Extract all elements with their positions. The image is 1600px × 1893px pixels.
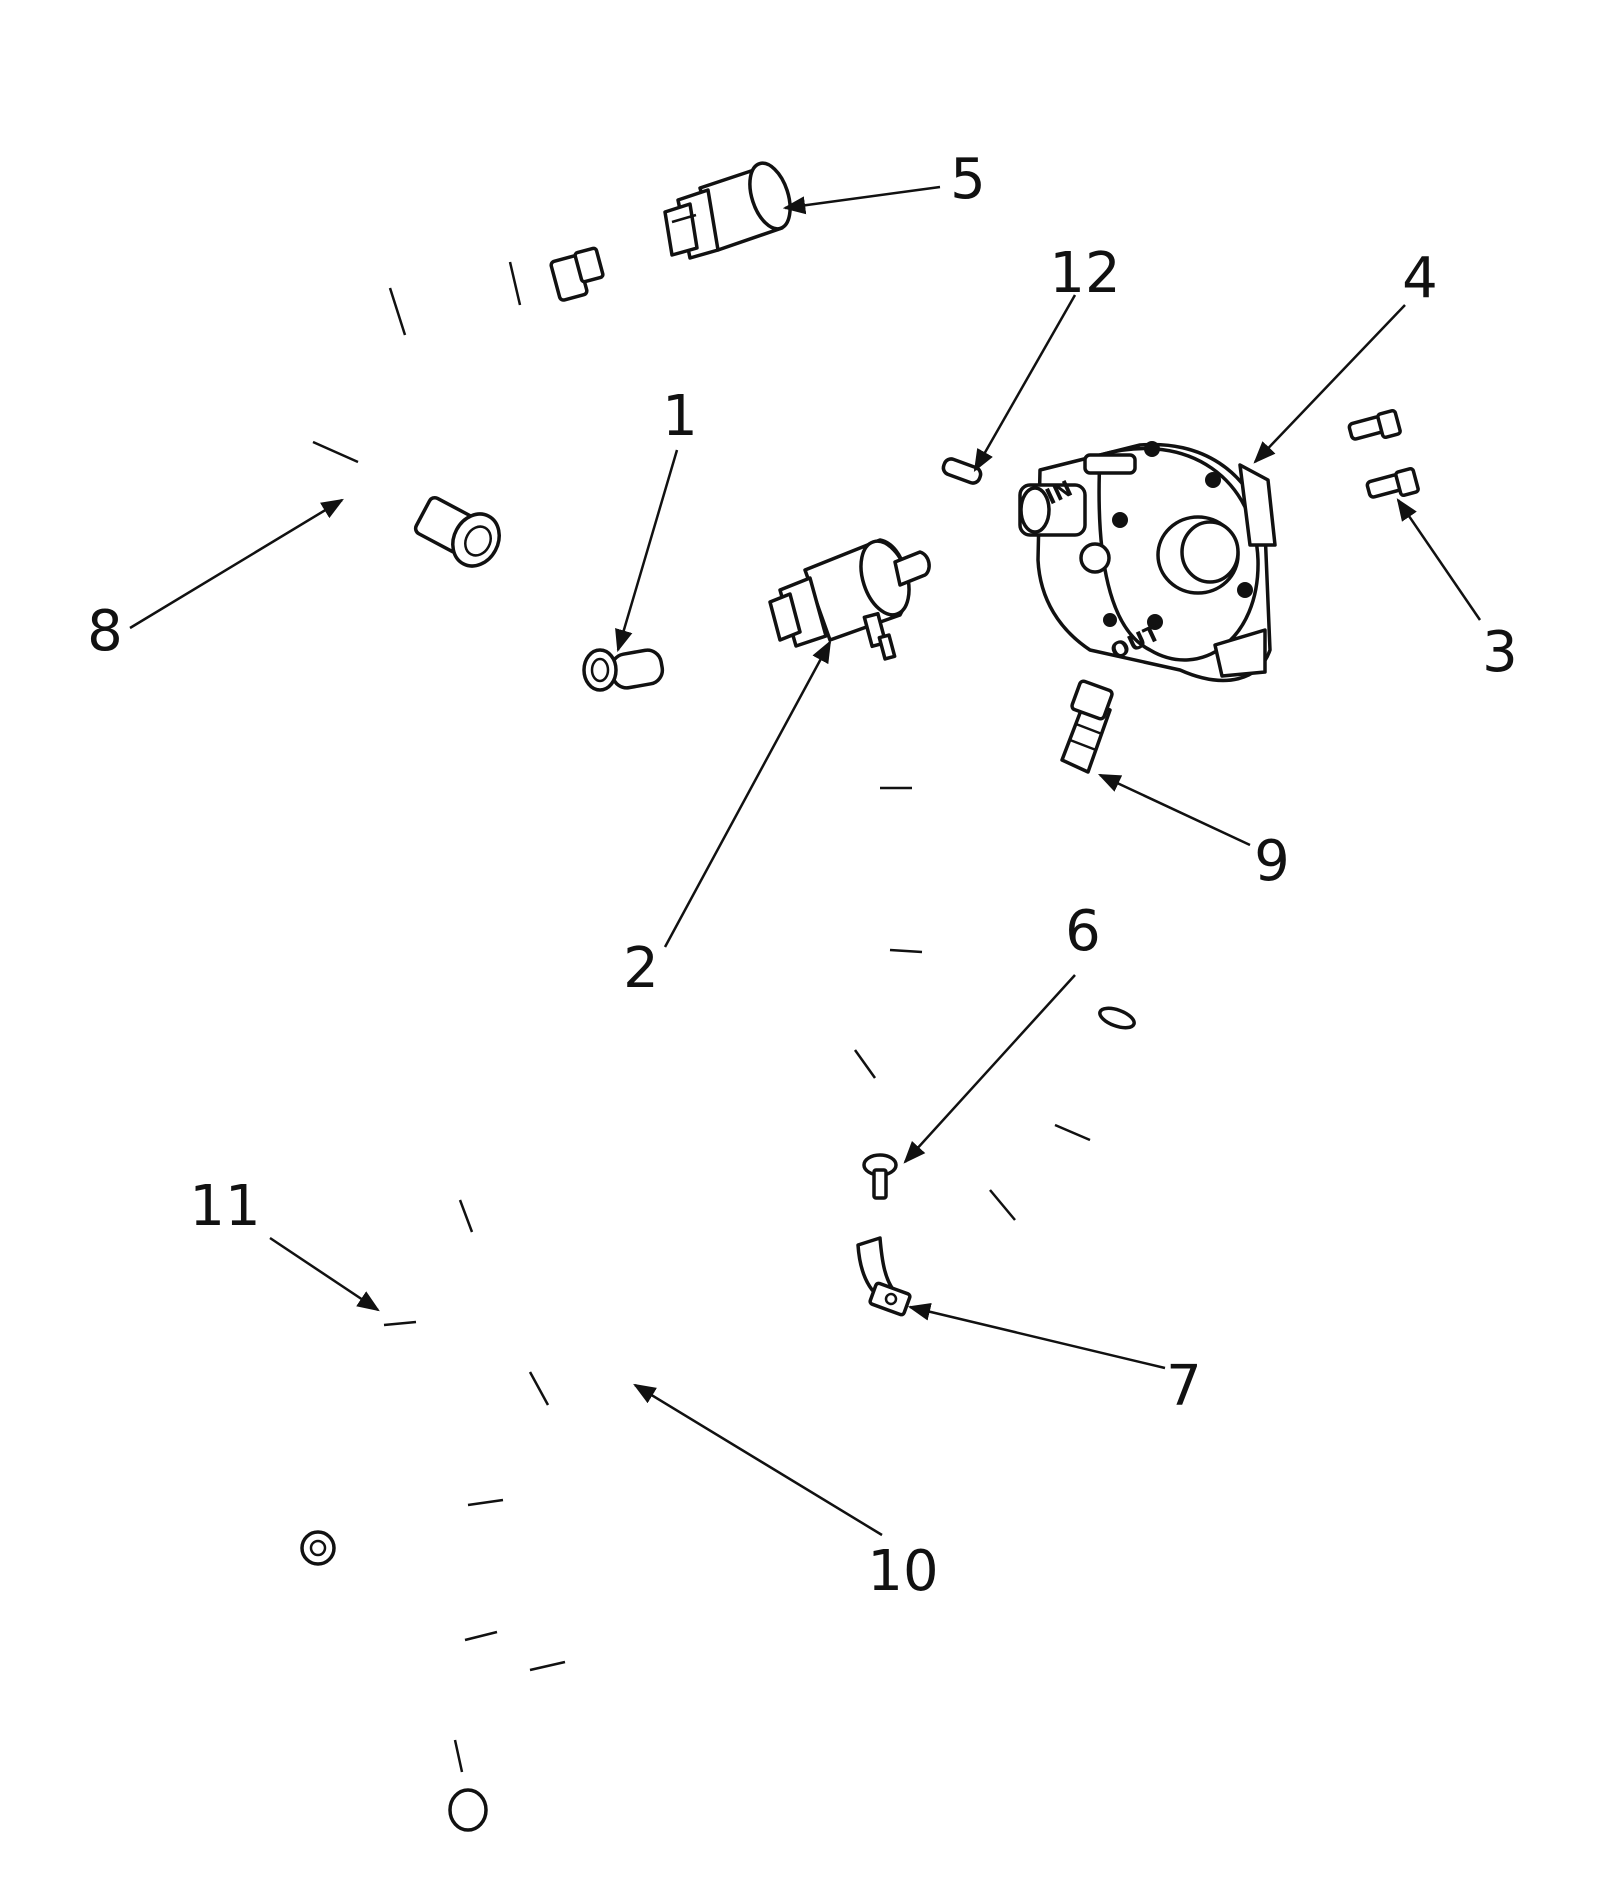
- hose-assembly-8: [287, 246, 605, 568]
- leader-11: [269, 1236, 380, 1312]
- regulator-4: IN OUT: [1018, 441, 1277, 683]
- part-label-9: 9: [1254, 829, 1290, 894]
- leader-9: [1097, 773, 1251, 847]
- part-label-1: 1: [662, 384, 698, 449]
- leader-3: [1396, 498, 1482, 621]
- hose-10: [448, 1005, 1136, 1832]
- part-label-3: 3: [1482, 620, 1518, 685]
- part-label-4: 4: [1402, 246, 1438, 311]
- part-label-12: 12: [1049, 241, 1120, 306]
- clamp-7: [856, 1236, 912, 1317]
- leader-10: [633, 1383, 883, 1537]
- part-label-8: 8: [87, 599, 123, 664]
- elbow-1: [582, 648, 665, 692]
- hose-11: [257, 681, 1028, 1776]
- leader-12: [973, 294, 1077, 472]
- pin-12: [941, 457, 983, 485]
- screw-6: [862, 1153, 898, 1200]
- leader-5: [782, 185, 941, 215]
- solenoid-valve-2: [768, 538, 931, 661]
- leader-1: [615, 449, 679, 653]
- part-label-7: 7: [1166, 1354, 1202, 1419]
- part-label-5: 5: [950, 147, 986, 212]
- coupler-5: [663, 161, 792, 260]
- leader-4: [1253, 304, 1406, 464]
- part-label-10: 10: [867, 1539, 938, 1604]
- leader-lines: [129, 185, 1482, 1537]
- leader-7: [907, 1302, 1166, 1370]
- barb-fitting-9: [1060, 679, 1114, 774]
- part-label-2: 2: [623, 936, 659, 1001]
- leader-2: [663, 640, 832, 948]
- part-labels: 5 12 4 1 3 8 2 9 6 11 7 10: [87, 147, 1518, 1604]
- leader-6: [903, 974, 1076, 1164]
- bolts-3: [1347, 409, 1420, 499]
- leader-8: [129, 498, 344, 630]
- part-label-6: 6: [1065, 899, 1101, 964]
- part-label-11: 11: [189, 1174, 260, 1239]
